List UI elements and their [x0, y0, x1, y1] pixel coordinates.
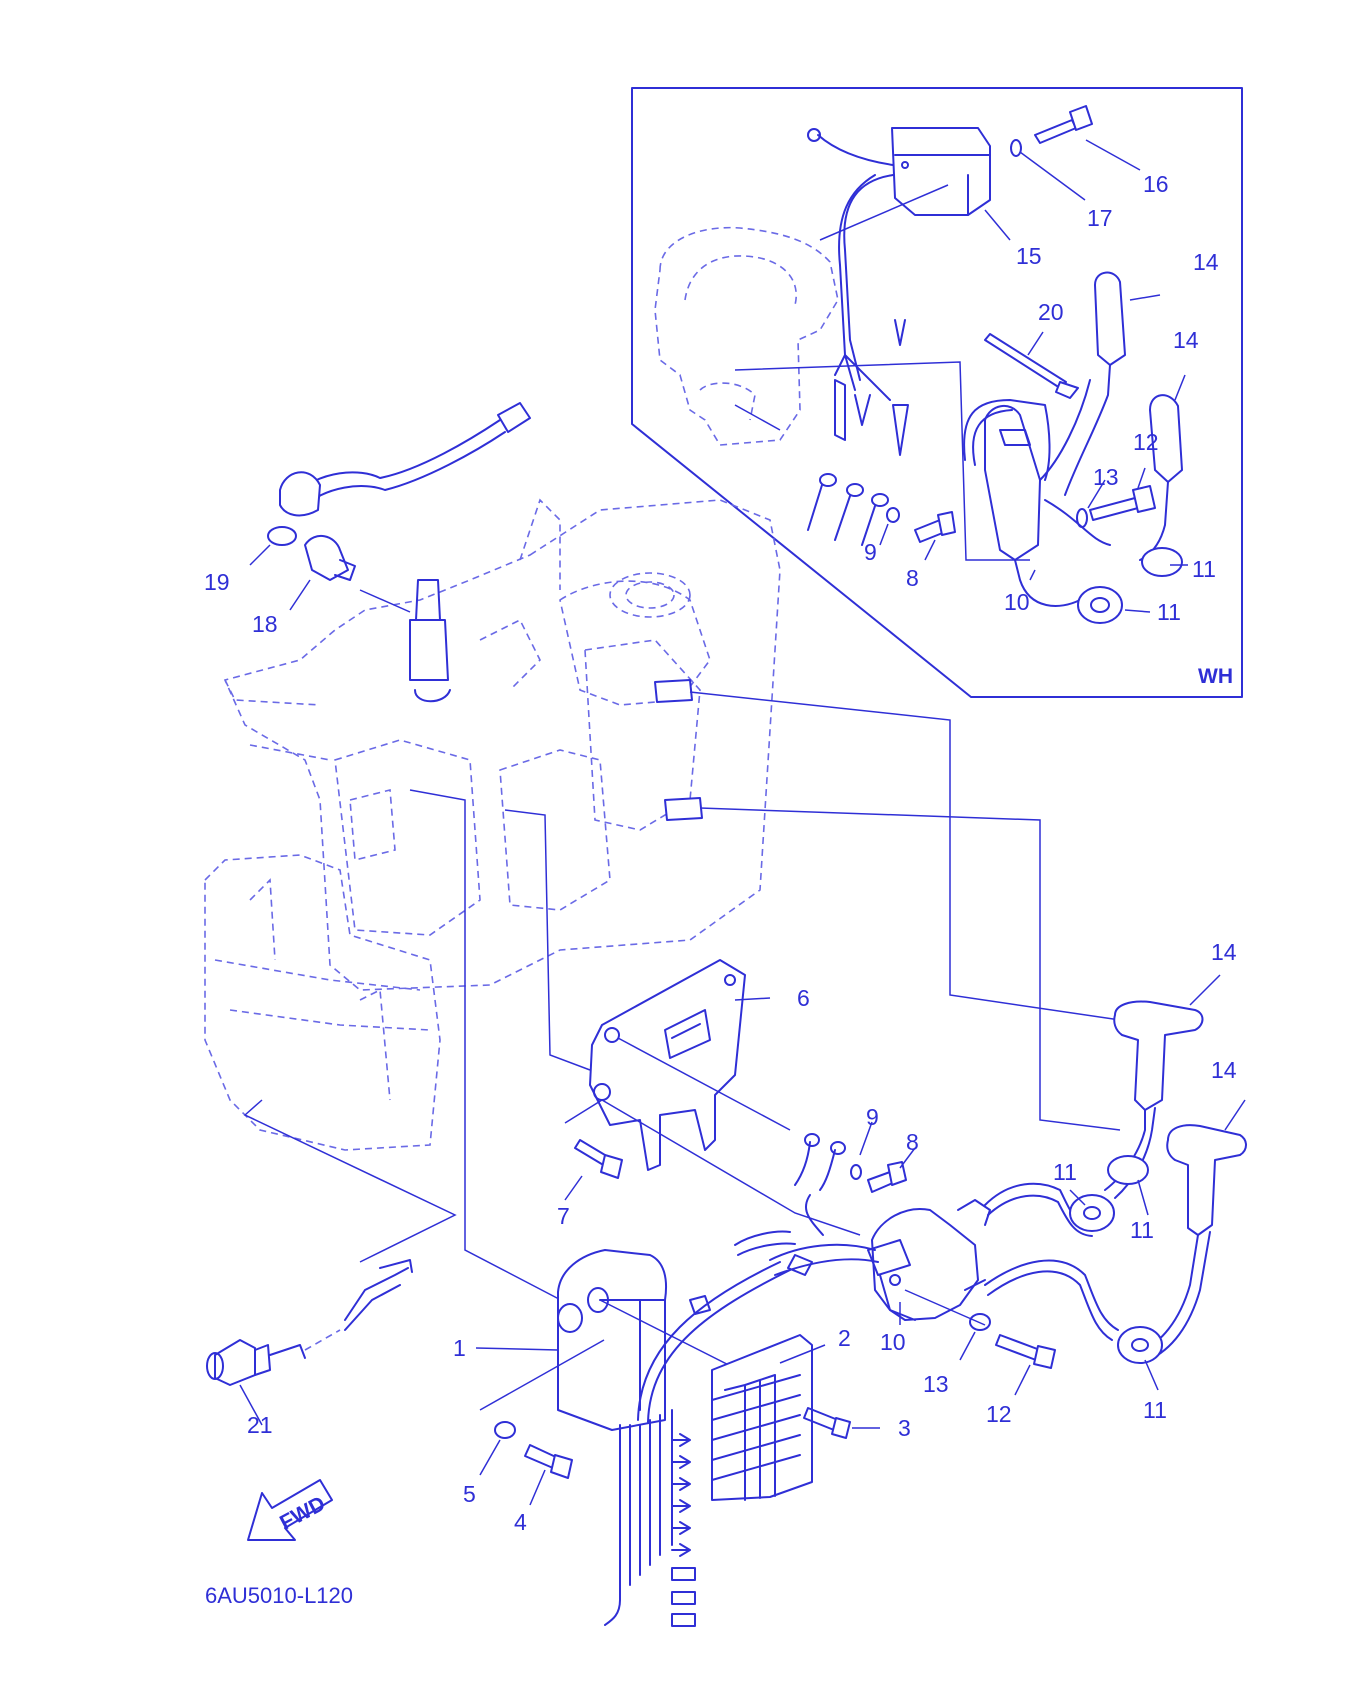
callout-8-lower: 8 — [906, 1129, 919, 1155]
callout-20: 20 — [1038, 299, 1064, 325]
callout-1: 1 — [453, 1335, 466, 1361]
ignition-coil-inset — [963, 379, 1111, 607]
spark-plug-cap-inset-a — [1064, 271, 1126, 496]
inset-tag: WH — [1198, 665, 1233, 688]
callout-14-inset-a: 14 — [1193, 249, 1219, 275]
callout-11-b: 11 — [1130, 1217, 1154, 1243]
callout-14-lower-a: 14 — [1211, 939, 1237, 965]
callout-10-inset: 10 — [1004, 589, 1030, 615]
callout-21: 21 — [247, 1412, 273, 1438]
callout-3: 3 — [898, 1415, 911, 1441]
inset-panel: WH — [631, 87, 1243, 698]
screw-3-icon — [803, 1407, 851, 1439]
callout-13-lower: 13 — [923, 1371, 949, 1397]
callout-11-c: 11 — [1143, 1397, 1167, 1423]
callout-labels: 1 2 3 4 5 6 7 8 8 9 9 10 10 11 11 11 11 … — [204, 171, 1237, 1535]
terminal-group-inset — [807, 473, 956, 546]
spark-plug-cap-inset-b — [1139, 394, 1183, 561]
bolt-12-icon — [995, 1334, 1056, 1369]
callout-11-inset-a: 11 — [1192, 556, 1216, 582]
kill-switch — [206, 1259, 413, 1386]
callout-7: 7 — [557, 1203, 570, 1229]
callout-13-inset: 13 — [1093, 464, 1119, 490]
callout-15: 15 — [1016, 243, 1042, 269]
rectifier-regulator — [711, 1334, 813, 1501]
callout-14-inset-b: 14 — [1173, 327, 1199, 353]
callout-9-inset: 9 — [864, 539, 877, 565]
bolt-4-icon — [524, 1444, 573, 1479]
callout-16: 16 — [1143, 171, 1169, 197]
ignition-coil — [734, 1182, 1119, 1341]
callout-8-inset: 8 — [906, 565, 919, 591]
callout-12-lower: 12 — [986, 1401, 1012, 1427]
callout-6: 6 — [797, 985, 810, 1011]
callout-18: 18 — [252, 611, 278, 637]
callout-11-inset-b: 11 — [1157, 599, 1181, 625]
callout-2: 2 — [838, 1325, 851, 1351]
cdi-unit-inset — [891, 127, 991, 216]
callout-14-lower-b: 14 — [1211, 1057, 1237, 1083]
fwd-arrow-icon: FWD — [247, 1479, 333, 1541]
bolt-16-icon — [1034, 105, 1093, 144]
callout-9-lower: 9 — [866, 1104, 879, 1130]
cdi-unit — [557, 1249, 791, 1627]
spark-plug-boss — [409, 579, 451, 703]
callout-11-a: 11 — [1053, 1159, 1077, 1185]
callout-5: 5 — [463, 1481, 476, 1507]
callout-17: 17 — [1087, 205, 1113, 231]
terminal-group-lower — [794, 1133, 907, 1193]
spark-plug-cap-b — [1139, 1124, 1247, 1361]
callout-4: 4 — [514, 1509, 527, 1535]
callout-12-inset: 12 — [1133, 429, 1159, 455]
callout-19: 19 — [204, 569, 230, 595]
bolt-7-icon — [574, 1139, 623, 1179]
callout-10-lower: 10 — [880, 1329, 906, 1355]
diagram-code: 6AU5010-L120 — [205, 1583, 353, 1608]
thermo-sensor-lead — [267, 402, 531, 581]
spark-plug-cap-a — [1104, 1000, 1204, 1199]
